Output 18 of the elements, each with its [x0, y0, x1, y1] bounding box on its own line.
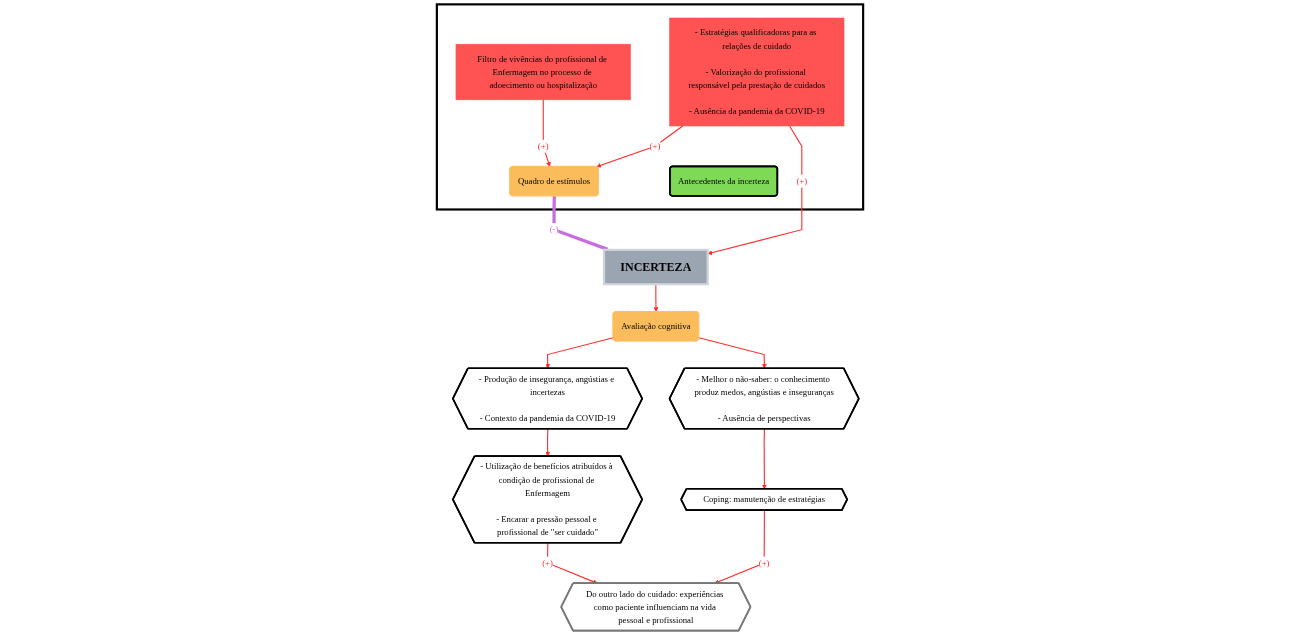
arrow	[596, 125, 684, 168]
edge-label: (+)	[796, 176, 808, 186]
arrow	[542, 99, 551, 167]
arrow	[698, 337, 767, 369]
node-box: Filtro de vivências do profissional de Enfermagem no processo de adoecimento ou hospitalização	[455, 43, 631, 101]
edge-label: (+)	[537, 141, 549, 151]
node-box: - Estratégias qualificadoras para as relações de cuidado - Valorização do profissional responsável pela prestação de cuidados - Ausência da pandemia da COVID-19	[669, 17, 845, 127]
node-box: INCERTEZA	[602, 248, 709, 286]
arrow	[545, 337, 614, 369]
cluster	[435, 3, 865, 211]
edge-label: (+)	[649, 141, 661, 151]
arrow	[762, 428, 767, 490]
edge-label: (-)	[549, 224, 559, 235]
arrow	[714, 509, 765, 584]
edge-label: (+)	[542, 558, 553, 568]
arrow	[707, 125, 803, 255]
arrow	[545, 428, 551, 457]
edge-label: (+)	[758, 558, 770, 568]
